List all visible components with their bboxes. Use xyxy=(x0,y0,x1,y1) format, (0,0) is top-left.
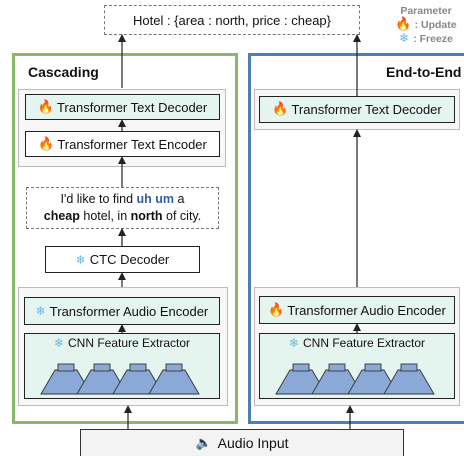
audio-input-box: 🔈 Audio Input xyxy=(80,429,404,456)
transcript-part1: I'd like to find xyxy=(60,192,137,206)
transcript-part4: of city. xyxy=(162,209,202,223)
e2e-cnn-extractor: ❄ CNN Feature Extractor xyxy=(259,333,455,399)
snowflake-icon: ❄ xyxy=(53,336,64,350)
transcript-box: I'd like to find uh um a cheap hotel, in… xyxy=(26,187,219,229)
cascading-audio-encoder: ❄ Transformer Audio Encoder xyxy=(24,297,220,325)
output-text: Hotel : {area : north, price : cheap} xyxy=(132,12,331,28)
cascading-text-encoder: 🔥 Transformer Text Encoder xyxy=(25,131,220,157)
fire-icon: 🔥 xyxy=(272,102,289,117)
audio-input-label: Audio Input xyxy=(217,435,289,451)
transcript-part3: hotel, in xyxy=(79,209,131,223)
e2e-text-decoder: 🔥 Transformer Text Decoder xyxy=(259,96,455,123)
cascading-cnn-extractor: ❄ CNN Feature Extractor xyxy=(24,333,220,399)
speaker-icon: 🔈 xyxy=(195,435,212,451)
fire-icon: 🔥 xyxy=(37,99,54,115)
end-to-end-panel xyxy=(248,53,464,424)
cascading-panel xyxy=(12,53,238,424)
cnn-blocks-cascading xyxy=(40,363,200,395)
fire-icon: 🔥 xyxy=(38,136,55,152)
transcript-bold-north: north xyxy=(130,209,163,223)
cascading-title: Cascading xyxy=(28,64,99,80)
snowflake-icon: ❄ xyxy=(288,336,299,350)
transcript-filler: uh um xyxy=(136,192,175,206)
snowflake-icon: ❄ xyxy=(75,252,86,267)
snowflake-icon: ❄ xyxy=(399,31,410,45)
fire-icon: 🔥 xyxy=(395,17,412,32)
legend-update-label: : Update xyxy=(414,19,457,31)
cascading-text-decoder: 🔥 Transformer Text Decoder xyxy=(25,94,220,120)
transcript-bold-cheap: cheap xyxy=(43,209,80,223)
e2e-audio-encoder: 🔥 Transformer Audio Encoder xyxy=(259,296,455,324)
legend: Parameter 🔥: Update ❄: Freeze xyxy=(388,5,464,46)
fire-icon: 🔥 xyxy=(268,302,285,318)
ctc-decoder: ❄ CTC Decoder xyxy=(45,246,200,273)
legend-title: Parameter xyxy=(400,5,452,17)
legend-freeze-label: : Freeze xyxy=(413,33,453,45)
snowflake-icon: ❄ xyxy=(35,304,46,318)
end-to-end-title: End-to-End xyxy=(386,64,462,80)
cnn-blocks-e2e xyxy=(275,363,435,395)
output-box: Hotel : {area : north, price : cheap} xyxy=(104,5,360,35)
transcript-part2: a xyxy=(174,192,185,206)
